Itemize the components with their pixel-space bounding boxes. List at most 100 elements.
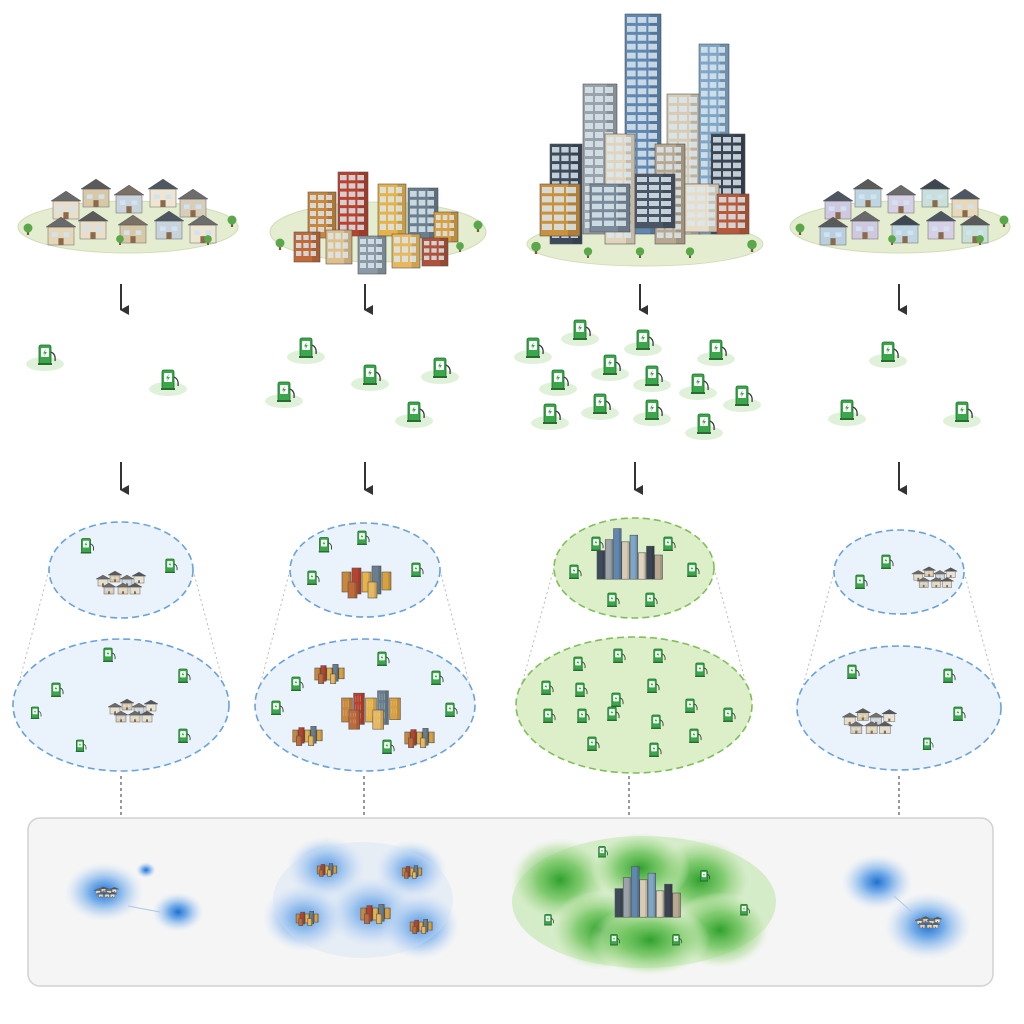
house-icon <box>113 184 145 214</box>
ev-charger-icon <box>431 670 444 685</box>
building-cluster-icon <box>341 690 401 730</box>
tower-icon <box>634 173 676 229</box>
ev-charger-icon <box>633 365 671 392</box>
building-cluster-icon <box>269 171 487 275</box>
tree-icon <box>275 238 285 250</box>
house-icon <box>45 216 77 246</box>
house-icon <box>919 178 951 208</box>
ev-charger-icon <box>26 344 64 371</box>
house-icon <box>127 710 143 723</box>
tower-icon <box>621 541 630 580</box>
tower-icon <box>539 183 581 237</box>
tower-icon <box>389 697 401 720</box>
ev-charger-icon <box>75 739 87 752</box>
tower-icon <box>428 731 435 744</box>
tower-icon <box>384 907 391 920</box>
house-icon <box>854 708 872 721</box>
tower-icon <box>337 171 369 237</box>
ev-charger-icon <box>672 934 682 946</box>
ev-charger-icon <box>943 401 981 428</box>
house-icon <box>77 210 109 240</box>
zone-pair <box>254 522 476 772</box>
house-icon <box>822 190 854 220</box>
tree-icon <box>456 242 464 252</box>
tower-icon <box>589 183 631 233</box>
zone-large <box>12 638 230 772</box>
house-icon <box>920 916 931 923</box>
house-icon <box>139 710 155 723</box>
ev-charger-icon <box>624 329 662 356</box>
tower-icon <box>614 888 623 918</box>
tower-icon <box>338 667 345 680</box>
house-icon <box>852 178 884 208</box>
building-cluster-icon <box>314 664 345 684</box>
ev-charger-icon <box>695 662 708 677</box>
building-cluster-icon <box>93 886 119 898</box>
ev-charger-icon <box>544 914 554 926</box>
tower-icon <box>427 921 433 931</box>
ev-charger-icon <box>421 357 459 384</box>
tower-icon <box>307 191 337 239</box>
house-icon <box>131 571 147 584</box>
tower-icon <box>639 879 648 918</box>
tower-icon <box>377 183 407 237</box>
house-icon <box>101 582 117 595</box>
ev-charger-icon <box>103 647 116 662</box>
zone-large <box>796 645 1002 771</box>
ev-charger-icon <box>653 648 666 663</box>
tower-icon <box>391 233 421 269</box>
house-icon <box>147 178 179 208</box>
ev-charger-icon <box>445 702 458 717</box>
ev-charger-icon <box>610 934 620 946</box>
building-cluster-icon <box>95 570 147 595</box>
tree-icon <box>795 223 805 235</box>
ev-charger-icon <box>561 319 599 346</box>
ev-charger-icon <box>411 562 424 577</box>
building-cluster-icon <box>17 178 239 254</box>
tower-icon <box>433 211 459 243</box>
tower-icon <box>316 729 323 742</box>
ev-charger-icon <box>265 381 303 408</box>
ev-charger-icon <box>740 904 750 916</box>
tower-icon <box>421 237 449 267</box>
ev-charger-icon <box>543 708 556 723</box>
house-icon <box>863 721 881 734</box>
tower-icon <box>664 883 673 918</box>
tower-icon <box>622 877 632 918</box>
ev-charger-icon <box>685 413 723 440</box>
house-icon <box>944 567 958 578</box>
tower-icon <box>298 918 304 926</box>
house-icon <box>925 210 957 240</box>
house-icon <box>880 709 898 722</box>
house-icon <box>108 892 117 898</box>
ev-charger-icon <box>645 592 658 607</box>
tower-icon <box>327 869 332 877</box>
tree-icon <box>583 247 593 258</box>
house-icon <box>849 210 881 240</box>
ev-charger-icon <box>51 682 64 697</box>
ev-charger-icon <box>953 706 966 721</box>
house-icon <box>922 566 936 577</box>
ev-charger-icon <box>587 736 600 751</box>
tree-icon <box>116 235 124 245</box>
ev-charger-icon <box>607 706 620 721</box>
tree-icon <box>976 235 984 245</box>
zone-small <box>833 529 965 615</box>
ev-charger-icon <box>607 592 620 607</box>
building-cluster-icon <box>360 904 391 924</box>
house-icon <box>889 214 921 244</box>
building-cluster-icon <box>409 918 433 934</box>
tower-icon <box>307 918 313 926</box>
tower-icon <box>318 673 325 684</box>
ev-charger-icon <box>307 570 320 585</box>
tower-icon <box>637 552 647 580</box>
ev-charger-icon <box>165 558 178 573</box>
ev-charger-icon <box>828 399 866 426</box>
tree-icon <box>888 235 896 245</box>
tower-icon <box>332 865 338 874</box>
house-icon <box>959 214 991 244</box>
building-cluster-icon <box>914 916 943 929</box>
ev-charger-icon <box>663 536 676 551</box>
tower-icon <box>421 926 427 934</box>
tower-icon <box>325 229 353 265</box>
